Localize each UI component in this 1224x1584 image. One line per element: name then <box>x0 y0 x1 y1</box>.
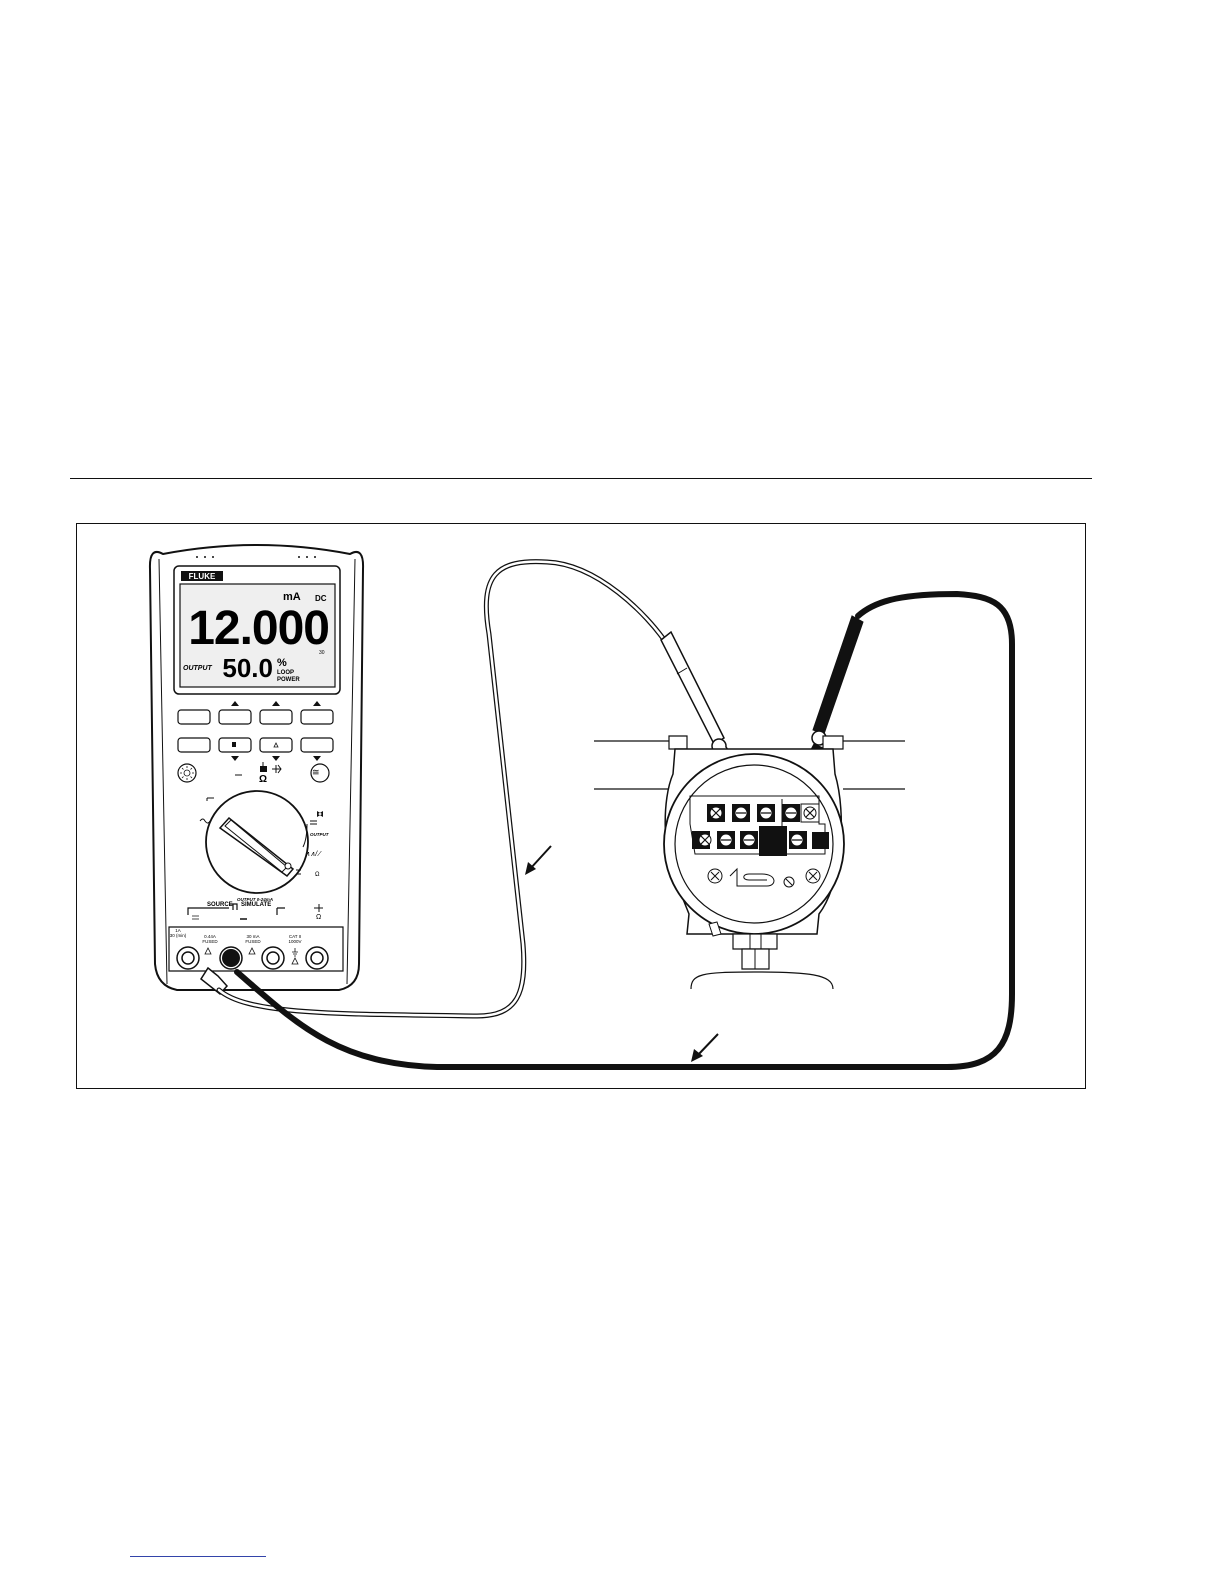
ramp-symbols: ∧∧/ ⁄ <box>305 851 322 858</box>
svg-text:30 (min): 30 (min) <box>170 933 187 938</box>
multimeter: FLUKE mA DC 12.000 30 OUTPUT 50.0 % LOOP… <box>150 545 363 994</box>
lcd-output-label: OUTPUT <box>183 665 213 672</box>
wiring-diagram: FLUKE mA DC 12.000 30 OUTPUT 50.0 % LOOP… <box>77 524 1087 1090</box>
lcd-range: 30 <box>319 650 325 656</box>
terminal-row-top <box>707 804 819 822</box>
svg-text:FUSED: FUSED <box>245 939 261 944</box>
lcd-main-reading: 12.000 <box>188 602 329 655</box>
section-divider <box>70 478 1092 479</box>
lcd-power: POWER <box>277 677 300 683</box>
svg-text:1000V: 1000V <box>288 939 301 944</box>
brand-label: FLUKE <box>189 572 216 581</box>
pressure-transmitter <box>594 736 905 989</box>
footer-underline <box>130 1556 266 1557</box>
simulate-label: SIMULATE <box>241 902 271 908</box>
current-arrow-red-lead <box>525 846 551 875</box>
svg-text:FUSED: FUSED <box>202 939 218 944</box>
lcd-percent: % <box>277 657 287 669</box>
speaker-icon <box>232 742 236 747</box>
svg-text:Ω: Ω <box>259 774 267 785</box>
current-arrow-black-lead <box>691 1034 718 1062</box>
dial-ohm-small: Ω <box>315 872 320 878</box>
source-label: SOURCE <box>207 902 233 908</box>
lcd-secondary-reading: 50.0 <box>222 653 273 683</box>
figure-frame: FLUKE mA DC 12.000 30 OUTPUT 50.0 % LOOP… <box>76 523 1086 1089</box>
dial-output-label: OUTPUT <box>310 832 330 837</box>
lcd-loop: LOOP <box>277 670 294 676</box>
ohm-bottom: Ω <box>316 914 321 921</box>
black-lead-plug <box>222 949 240 967</box>
ac-dc-symbol: ≅ <box>312 767 320 777</box>
